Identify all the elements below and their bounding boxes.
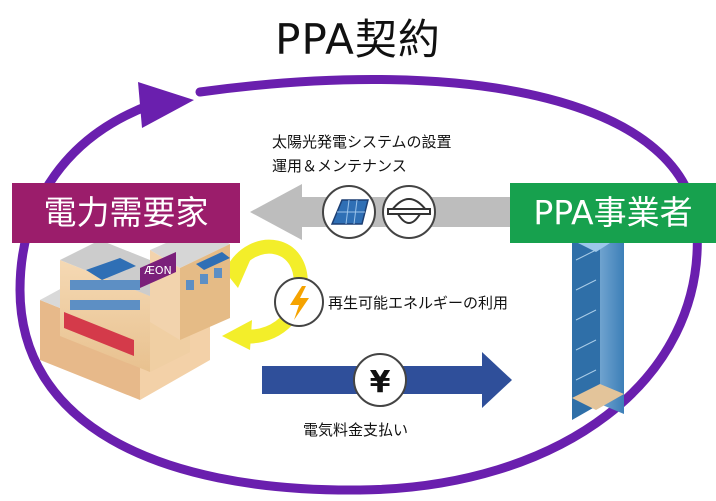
payment-label: 電気料金支払い — [303, 421, 409, 439]
building-sign: ÆON — [144, 264, 172, 277]
cycle-arrowhead — [138, 82, 194, 128]
office-tower — [572, 222, 624, 420]
yen-icon: ¥ — [353, 353, 407, 407]
diagram-title: PPA契約 — [275, 15, 441, 64]
shopping-mall-building: ÆON — [40, 228, 230, 400]
service-arrow — [250, 184, 510, 240]
install-label-line1: 太陽光発電システムの設置 — [272, 133, 452, 151]
energy-label: 再生可能エネルギーの利用 — [328, 294, 509, 312]
ppa-provider-box: PPA事業者 — [510, 183, 716, 243]
yen-symbol: ¥ — [370, 365, 391, 400]
hard-hat-icon — [382, 185, 436, 239]
lightning-bolt-icon — [274, 277, 324, 327]
solar-panel-icon — [322, 185, 376, 239]
contract-cycle-line — [15, 75, 702, 495]
install-label-line2: 運用＆メンテナンス — [272, 157, 407, 175]
consumer-box: 電力需要家 — [12, 183, 240, 243]
